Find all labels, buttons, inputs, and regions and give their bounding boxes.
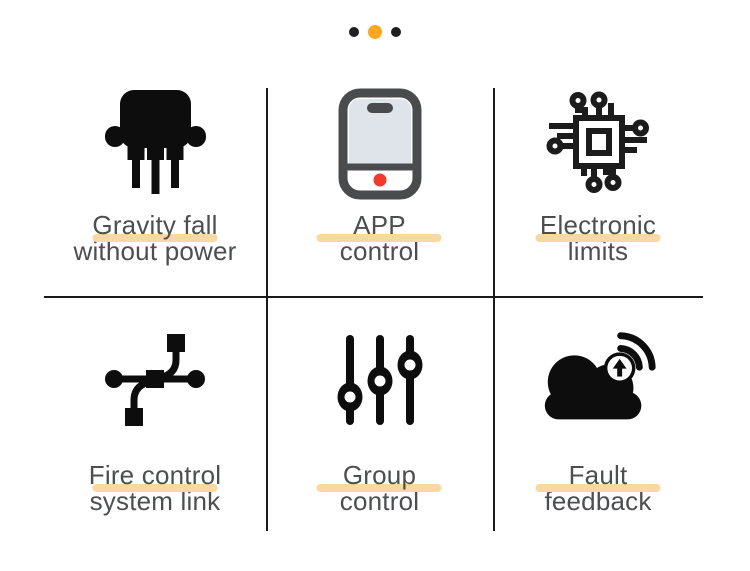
feature-label-line2: limits bbox=[567, 236, 629, 266]
feature-cell-gravity-fall: Gravity fall without power bbox=[44, 88, 266, 297]
grid-divider-vertical-2 bbox=[493, 88, 495, 531]
highlight-bar bbox=[316, 234, 442, 242]
feature-cell-group-control: Group control bbox=[266, 297, 493, 531]
feature-label-line2: control bbox=[339, 236, 420, 266]
feature-label-line1: Electronic bbox=[539, 210, 657, 240]
feature-cell-fault-feedback: Fault feedback bbox=[493, 297, 703, 531]
grid-divider-horizontal bbox=[44, 296, 703, 298]
feature-label-line1: Gravity fall bbox=[92, 210, 218, 240]
cloud-upload-icon bbox=[533, 297, 663, 462]
highlight-bar bbox=[535, 484, 661, 492]
feature-label-line1: Group bbox=[342, 460, 417, 490]
feature-cell-electronic-limits: Electronic limits bbox=[493, 88, 703, 297]
chip-icon bbox=[541, 88, 655, 212]
smartphone-icon bbox=[338, 88, 422, 212]
carousel-dot-2-active[interactable] bbox=[368, 25, 382, 39]
feature-label-line1: Fire control bbox=[88, 460, 222, 490]
feature-label: Gravity fall without power bbox=[73, 212, 236, 264]
feature-label: Fault feedback bbox=[535, 460, 661, 516]
feature-label: Fire control system link bbox=[89, 462, 221, 514]
carousel-dot-1[interactable] bbox=[349, 27, 359, 37]
highlight-bar bbox=[316, 484, 442, 492]
feature-label-line2: system link bbox=[89, 486, 221, 516]
grid-divider-vertical-1 bbox=[266, 88, 268, 531]
carousel-indicator bbox=[0, 25, 750, 39]
feature-cell-app-control: APP control bbox=[266, 88, 493, 297]
carousel-dot-3[interactable] bbox=[391, 27, 401, 37]
feature-label-line2: feedback bbox=[544, 486, 652, 516]
transistor-icon bbox=[103, 88, 207, 212]
feature-label-line2: control bbox=[339, 486, 420, 516]
highlight-bar bbox=[535, 234, 661, 242]
feature-label-line1: APP bbox=[353, 210, 406, 240]
sliders-icon bbox=[334, 297, 426, 462]
feature-label: Electronic limits bbox=[535, 210, 661, 266]
feature-label-line2: without power bbox=[73, 236, 237, 266]
highlight-bar bbox=[92, 234, 218, 242]
network-icon bbox=[101, 297, 209, 462]
highlight-bar bbox=[92, 484, 218, 492]
feature-cell-fire-control-link: Fire control system link bbox=[44, 297, 266, 531]
feature-label: Group control bbox=[316, 460, 442, 516]
feature-label-line1: Fault bbox=[568, 460, 628, 490]
feature-label: APP control bbox=[316, 210, 442, 266]
